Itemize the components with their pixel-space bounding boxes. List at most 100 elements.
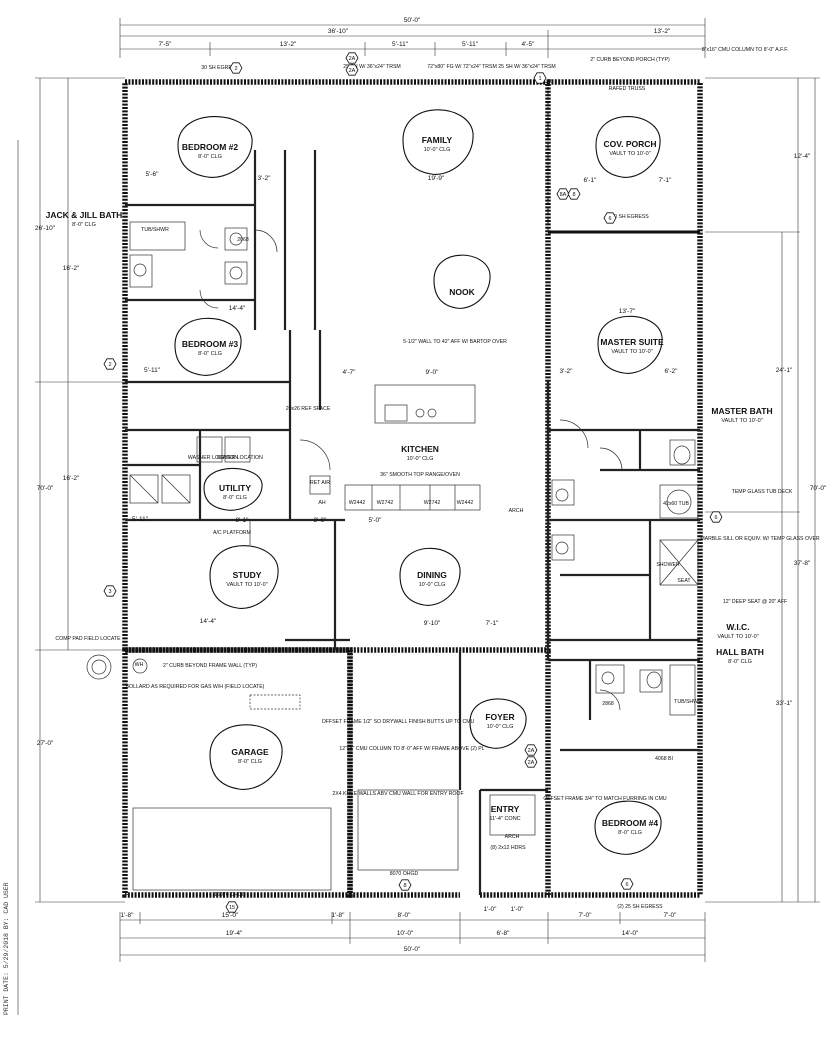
dimension-label: 19'-9" [428, 175, 445, 182]
note-label: ARCH [509, 508, 524, 514]
tag-marker-shape [533, 72, 547, 84]
dimension-lines [17, 18, 820, 1015]
room-ceiling-master: VAULT TO 10'-0" [611, 349, 652, 355]
room-name-bedroom4: BEDROOM #4 [602, 818, 658, 828]
room-name-family: FAMILY [422, 135, 453, 145]
dimension-label: 7'-0" [579, 912, 593, 919]
dimension-label: 4'-5" [522, 41, 536, 48]
room-ceiling-jackjill: 8'-0" CLG [72, 222, 96, 228]
note-label: MARBLE SILL OR EQUIV. W/ TEMP GLASS OVER [700, 536, 820, 542]
tag-marker: 3 [103, 585, 117, 597]
note-label: TEMP GLASS TUB DECK [732, 489, 793, 495]
tag-marker-shape [524, 756, 538, 768]
tag-marker-label: 8A [560, 192, 567, 198]
dimension-label: 5'-11" [132, 516, 149, 523]
note-label: 12" DEEP SEAT @ 20" AFF [723, 599, 787, 605]
dimension-label: 14'-0" [622, 930, 639, 937]
note-label: WH [135, 662, 144, 668]
tag-marker-label: 6 [608, 216, 611, 222]
tag-marker-label: 3 [108, 589, 111, 595]
tag-marker: 2 [103, 358, 117, 370]
room-ceiling-utility: 8'-0" CLG [223, 495, 247, 501]
room-ceiling-garage: 8'-0" CLG [238, 759, 262, 765]
tag-marker-shape [103, 358, 117, 370]
dimension-label: 26'-10" [35, 225, 56, 232]
room-name-foyer: FOYER [485, 712, 514, 722]
dimension-label: 1'-0" [484, 906, 498, 913]
dimension-label: 13'-2" [654, 28, 671, 35]
room-name-utility: UTILITY [219, 483, 251, 493]
tag-marker: 1 [533, 72, 547, 84]
room-name-bedroom3: BEDROOM #3 [182, 339, 238, 349]
dimension-label: 70'-0" [37, 485, 54, 492]
dimension-label: 3'-6" [314, 517, 328, 524]
dimension-label: 16'-2" [63, 265, 80, 272]
note-label: (8) 2x12 HDRS [490, 845, 526, 851]
tag-marker: 8A [556, 188, 570, 200]
tag-marker-shape [524, 744, 538, 756]
note-label: W2442 [349, 500, 366, 506]
dimension-label: 1'-0" [511, 906, 525, 913]
room-ceiling-wic: VAULT TO 10'-0" [717, 634, 758, 640]
print-date-label: PRINT DATE: 5/29/2018 BY: CAD USER [3, 882, 10, 1015]
dimension-label: 19'-4" [226, 930, 243, 937]
note-label: 2" CURB BEYOND PORCH (TYP) [590, 57, 670, 63]
tag-marker-shape [345, 52, 359, 64]
dimension-label: 10'-0" [397, 930, 414, 937]
note-label: 2X4 KNEE WALLS ABV CMU WALL FOR ENTRY RO… [332, 791, 463, 797]
room-blob-family [402, 109, 474, 175]
tag-marker: 2A [524, 756, 538, 768]
note-label: 72"x80" FG W/ 72"x24" TRSM [427, 64, 497, 70]
note-label: WASHER LOCATION [188, 455, 238, 461]
exterior-walls [122, 79, 703, 898]
room-name-hallbath: HALL BATH [716, 647, 764, 657]
tag-marker-label: 2A [349, 56, 356, 62]
note-label: W2442 [457, 500, 474, 506]
tag-marker: 2A [345, 64, 359, 76]
dimension-label: 16'-2" [63, 475, 80, 482]
room-blob-bedroom4 [594, 800, 662, 855]
tag-marker-label: 8 [403, 883, 406, 889]
tag-marker-shape [345, 64, 359, 76]
note-label: SEAT [677, 578, 691, 584]
room-ceiling-porch: VAULT TO 10'-0" [609, 151, 650, 157]
note-label: 25 SH W/ 36"x24" TRSM [498, 64, 556, 70]
dimension-label: 1'-8" [332, 912, 346, 919]
note-label: DRYER LOCATION [217, 455, 263, 461]
room-ceiling-kitchen: 10'-0" CLG [407, 456, 434, 462]
note-label: RET AIR [310, 480, 330, 486]
dimension-label: 6'-2" [665, 368, 679, 375]
room-blob-master [597, 315, 663, 374]
tag-marker-label: 15 [229, 905, 235, 911]
dimension-label: 7'-1" [659, 177, 673, 184]
annotation-notes: 2" CURB BEYOND PORCH (TYP) 8"x16" CMU COL… [55, 47, 820, 910]
room-name-wic: W.I.C. [726, 622, 749, 632]
dimension-label: 6'-8" [497, 930, 511, 937]
dimension-label: 14'-4" [200, 618, 217, 625]
room-blob-porch [595, 116, 661, 178]
dimension-label: 5'-6" [146, 171, 160, 178]
tag-marker-shape [103, 585, 117, 597]
room-blob-study [209, 545, 279, 609]
room-ceiling-hallbath: 8'-0" CLG [728, 659, 752, 665]
note-label: TUB/SHWR [141, 227, 169, 233]
tag-marker: 15 [225, 901, 239, 913]
tag-marker-label: 2A [349, 68, 356, 74]
dimension-label: 24'-1" [776, 367, 793, 374]
room-ceiling-foyer: 10'-0" CLG [487, 724, 514, 730]
room-name-garage: GARAGE [231, 747, 269, 757]
dimension-label: 33'-1" [776, 700, 793, 707]
room-ceiling-masterbath: VAULT TO 10'-0" [721, 418, 762, 424]
dimension-label: 13'-7" [619, 308, 636, 315]
dimension-label: 9'-0" [426, 369, 440, 376]
tag-marker: 6 [603, 212, 617, 224]
room-name-study: STUDY [233, 570, 262, 580]
note-label: 8"x16" CMU COLUMN TO 8'-0" A.F.F. [702, 47, 788, 53]
tag-marker-label: 2A [528, 748, 535, 754]
note-label: 2868 [602, 701, 614, 707]
note-label: 42x60 TUB [663, 501, 689, 507]
note-label: COMP PAD FIELD LOCATE [55, 636, 121, 642]
room-blob-foyer [469, 698, 527, 749]
